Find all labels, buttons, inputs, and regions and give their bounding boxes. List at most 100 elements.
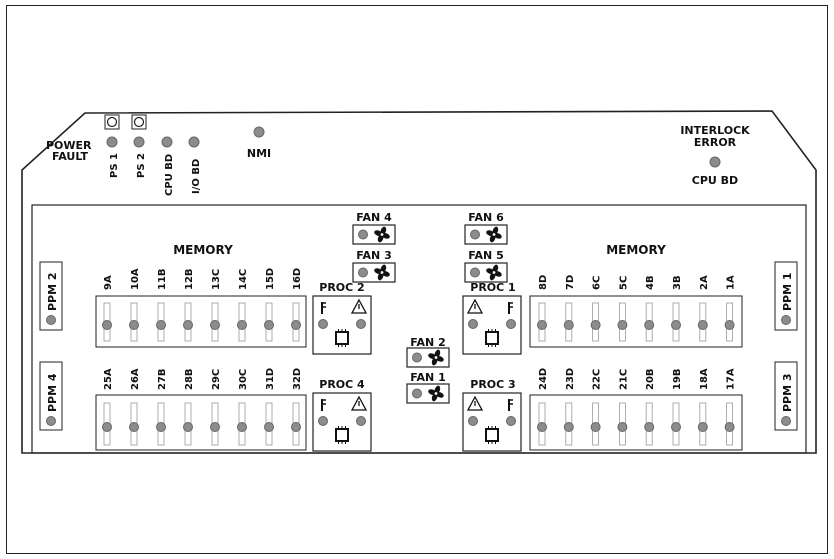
- ppm-1-label: PPM 1: [781, 272, 794, 311]
- cpu-chip-icon: [485, 428, 499, 442]
- warning-icon: [350, 298, 368, 314]
- proc-4-module: [312, 392, 372, 452]
- memory-slot-label: 12B: [184, 268, 195, 290]
- memory-slot-label: 1A: [726, 275, 737, 290]
- memory-slot-label: 13C: [211, 269, 222, 290]
- memory-left-title: MEMORY: [173, 243, 233, 257]
- memory-slot-led: [537, 320, 547, 330]
- ppm-4-label: PPM 4: [46, 373, 59, 412]
- memory-slot-led: [129, 422, 139, 432]
- ps1-indicator-ring: [106, 116, 118, 128]
- warning-icon: [466, 298, 484, 314]
- fan-6-module: [464, 224, 508, 245]
- fan-blade: [374, 230, 383, 236]
- memory-slot-label: 27B: [157, 368, 168, 390]
- memory-slot-label: 5C: [618, 276, 629, 290]
- fan-1-label: FAN 1: [410, 371, 445, 384]
- memory-slot-label: 16D: [292, 268, 303, 290]
- memory-slot-label: 31D: [265, 368, 276, 390]
- memory-slot-led: [563, 422, 574, 432]
- fan-blade: [492, 226, 499, 235]
- fan-led: [358, 229, 368, 240]
- proc-led: [468, 319, 478, 329]
- proc-led: [506, 416, 516, 426]
- fan-icon: [428, 349, 444, 366]
- proc-3-module: [462, 392, 522, 452]
- memory-right-title: MEMORY: [606, 243, 666, 257]
- memory-slot-led: [264, 320, 274, 330]
- memory-slot-led: [537, 422, 547, 432]
- memory-left-top-block: [95, 295, 307, 348]
- memory-slot-led: [617, 320, 628, 330]
- fan-blade: [435, 392, 444, 398]
- fan-hub: [434, 392, 438, 395]
- memory-slot-label: 24D: [538, 368, 549, 390]
- warning-icon: [466, 395, 484, 411]
- memory-slot-label: 3B: [672, 275, 683, 290]
- memory-slot-led: [697, 422, 708, 432]
- memory-slot-led: [671, 320, 681, 330]
- fan-icon: [486, 226, 502, 243]
- fan-blade: [381, 233, 390, 239]
- memory-slot-label: 22C: [592, 369, 603, 390]
- fan-blade: [380, 264, 387, 273]
- ppm-2-label: PPM 2: [46, 272, 59, 311]
- ppm-2-module: PPM 2: [39, 261, 63, 331]
- memory-slot-led: [644, 422, 655, 432]
- memory-slot-label: 11B: [157, 268, 168, 290]
- memory-slot-label: 25A: [103, 368, 114, 390]
- proc-led: [468, 416, 478, 426]
- nmi-label: NMI: [247, 147, 271, 160]
- fan-3-label: FAN 3: [356, 249, 391, 262]
- memory-slot-led: [183, 422, 193, 432]
- panel-outline: [21, 110, 817, 454]
- fan-blade: [374, 268, 383, 274]
- memory-slot-led: [264, 422, 274, 432]
- memory-right-top-block: [529, 295, 743, 348]
- proc-2-module: [312, 295, 372, 355]
- fan-icon: [428, 385, 444, 402]
- memory-slot-label: 21C: [618, 369, 629, 390]
- memory-slot-label: 20B: [645, 368, 656, 390]
- memory-slot-led: [617, 422, 628, 432]
- memory-slot-led: [644, 320, 655, 330]
- cpu-chip-icon: [335, 331, 349, 345]
- io-bd-led: [188, 136, 200, 148]
- memory-slot-led: [291, 320, 301, 330]
- fan-icon: [486, 264, 502, 281]
- memory-right-bottom-block: [529, 394, 743, 451]
- fan-led: [412, 388, 422, 399]
- fan-blade: [428, 353, 437, 359]
- ps2-indicator-ring: [133, 116, 145, 128]
- proc-box: [462, 392, 522, 452]
- memory-slot-led: [183, 320, 193, 330]
- fan-5-module: [464, 262, 508, 283]
- memory-slot-label: 7D: [565, 275, 576, 290]
- cpu-bd-label: CPU BD: [164, 154, 175, 196]
- memory-slot-led: [156, 422, 166, 432]
- ppm-3-module: PPM 3: [774, 361, 798, 431]
- fan-3-module: [352, 262, 396, 283]
- ppm-3-label: PPM 3: [781, 373, 794, 412]
- memory-slot-led: [671, 422, 681, 432]
- cpu-bd-led: [161, 136, 173, 148]
- proc-box: [312, 392, 372, 452]
- memory-slot-label: 4B: [645, 275, 656, 290]
- fan-hub: [492, 271, 496, 274]
- fan-hub: [380, 271, 384, 274]
- cpu-chip-icon: [335, 428, 349, 442]
- fan-5-label: FAN 5: [468, 249, 503, 262]
- memory-slot-led: [724, 320, 735, 330]
- memory-slot-label: 10A: [130, 268, 141, 290]
- proc-3-label: PROC 3: [470, 378, 515, 391]
- memory-slot-led: [102, 422, 112, 432]
- fan-6-label: FAN 6: [468, 211, 504, 224]
- memory-slot-label: 29C: [211, 369, 222, 390]
- fan-blade: [431, 357, 438, 366]
- proc-led: [356, 319, 366, 329]
- memory-slot-label: 32D: [292, 368, 303, 390]
